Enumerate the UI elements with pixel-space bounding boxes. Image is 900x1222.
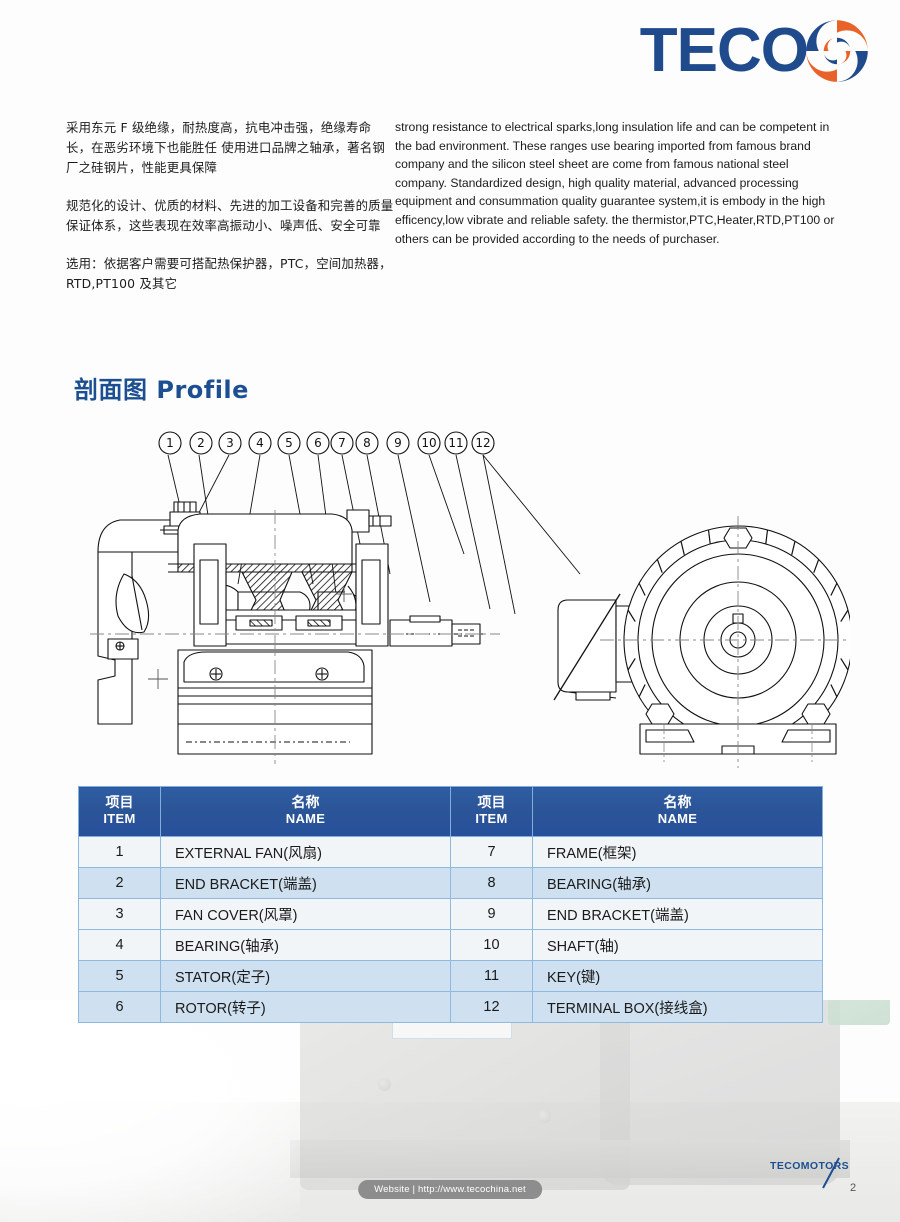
table-row: 6 ROTOR(转子) 12 TERMINAL BOX(接线盒) [78,991,823,1023]
parts-table: 项目 ITEM 名称 NAME 项目 ITEM 名称 NAME [78,786,823,1023]
cell-name-left: STATOR(定子) [160,960,451,992]
col-header-name-right-en: NAME [657,811,698,826]
intro-en-paragraph: strong resistance to electrical sparks,l… [395,120,835,246]
cell-name-left: BEARING(轴承) [160,929,451,961]
svg-text:12: 12 [475,436,490,450]
cell-item-right: 10 [450,929,533,961]
svg-text:8: 8 [363,436,371,450]
intro-english-column: strong resistance to electrical sparks,l… [395,118,835,294]
cell-item-left: 3 [78,898,161,930]
cell-item-right: 11 [450,960,533,992]
svg-text:7: 7 [338,436,346,450]
col-header-item-left-cn: 项目 [105,795,134,811]
cell-item-left: 6 [78,991,161,1023]
intro-cn-paragraph-3: 选用：依据客户需要可搭配热保护器，PTC，空间加热器，RTD,PT100 及其它 [66,256,392,291]
page-number: 2 [850,1182,857,1194]
col-header-name-right: 名称 NAME [532,786,823,837]
footer-brand-name: TECOMOTORS [770,1160,850,1172]
intro-cn-paragraph-1: 采用东元 F 级绝缘，耐热度高，抗电冲击强，绝缘寿命长，在恶劣环境下也能胜任 使… [66,120,385,175]
cell-name-right: BEARING(轴承) [532,867,823,899]
col-header-name-left: 名称 NAME [160,786,451,837]
svg-text:6: 6 [314,436,322,450]
cell-item-right: 7 [450,836,533,868]
svg-text:2: 2 [197,436,205,450]
cell-item-left: 1 [78,836,161,868]
cell-name-right: KEY(键) [532,960,823,992]
parts-table-body: 1 EXTERNAL FAN(风扇) 7 FRAME(框架) 2 END BRA… [78,836,823,1023]
parts-table-wrapper: 项目 ITEM 名称 NAME 项目 ITEM 名称 NAME [78,786,823,1023]
table-row: 3 FAN COVER(风罩) 9 END BRACKET(端盖) [78,898,823,930]
col-header-item-left: 项目 ITEM [78,786,161,837]
cell-name-right: FRAME(框架) [532,836,823,868]
cell-item-right: 12 [450,991,533,1023]
table-row: 2 END BRACKET(端盖) 8 BEARING(轴承) [78,867,823,899]
cell-name-right: TERMINAL BOX(接线盒) [532,991,823,1023]
svg-text:11: 11 [448,436,463,450]
svg-text:10: 10 [421,436,436,450]
cell-name-left: EXTERNAL FAN(风扇) [160,836,451,868]
svg-text:5: 5 [285,436,293,450]
cell-name-left: ROTOR(转子) [160,991,451,1023]
cell-name-right: END BRACKET(端盖) [532,898,823,930]
col-header-name-left-cn: 名称 [291,795,320,811]
website-pill[interactable]: Website | http://www.tecochina.net [358,1180,542,1199]
col-header-item-left-en: ITEM [103,811,136,826]
cell-item-right: 8 [450,867,533,899]
svg-text:3: 3 [226,436,234,450]
col-header-item-right-en: ITEM [475,811,508,826]
col-header-name-left-en: NAME [285,811,326,826]
table-row: 1 EXTERNAL FAN(风扇) 7 FRAME(框架) [78,836,823,868]
intro-cn-paragraph-2: 规范化的设计、优质的材料、先进的加工设备和完善的质量保证体系，这些表现在效率高振… [66,198,394,233]
cell-name-left: FAN COVER(风罩) [160,898,451,930]
table-row: 5 STATOR(定子) 11 KEY(键) [78,960,823,992]
intro-text-block: 采用东元 F 级绝缘，耐热度高，抗电冲击强，绝缘寿命长，在恶劣环境下也能胜任 使… [0,118,900,294]
cell-name-left: END BRACKET(端盖) [160,867,451,899]
table-row: 4 BEARING(轴承) 10 SHAFT(轴) [78,929,823,961]
svg-text:9: 9 [394,436,402,450]
section-title-profile: 剖面图 Profile [74,376,249,404]
logo-wordmark: TECO [639,16,809,85]
cell-name-right: SHAFT(轴) [532,929,823,961]
swirl-vortex-icon [802,16,872,86]
cell-item-left: 2 [78,867,161,899]
cell-item-left: 5 [78,960,161,992]
footer-brand: TECOMOTORS 2 [770,1157,880,1206]
cell-item-right: 9 [450,898,533,930]
svg-text:4: 4 [256,436,264,450]
col-header-item-right: 项目 ITEM [450,786,533,837]
col-header-item-right-cn: 项目 [477,795,506,811]
background-motor-photo [0,1000,900,1222]
table-header-row: 项目 ITEM 名称 NAME 项目 ITEM 名称 NAME [78,786,823,837]
svg-text:1: 1 [166,436,174,450]
cell-item-left: 4 [78,929,161,961]
teco-logo: TECO [640,16,872,86]
col-header-name-right-cn: 名称 [663,795,692,811]
intro-chinese-column: 采用东元 F 级绝缘，耐热度高，抗电冲击强，绝缘寿命长，在恶劣环境下也能胜任 使… [0,118,395,294]
